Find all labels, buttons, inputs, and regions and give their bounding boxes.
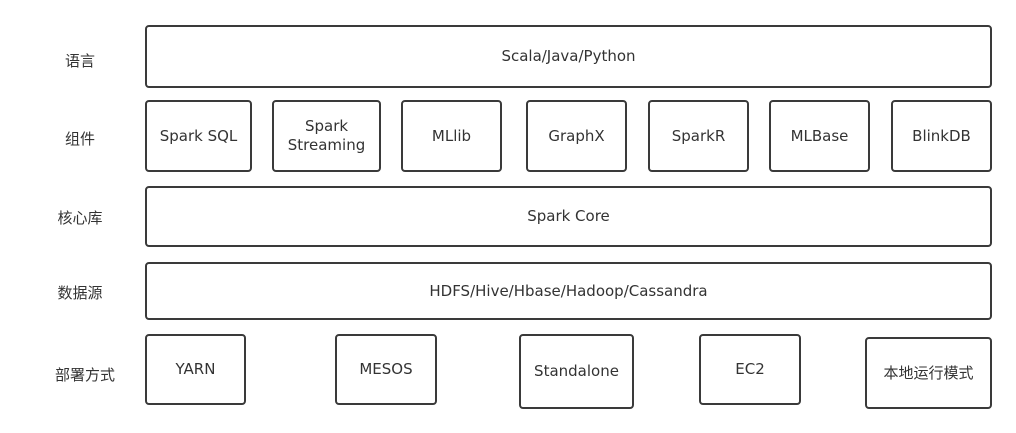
layer-label-core: 核心库 bbox=[57, 209, 103, 227]
layer-label-language: 语言 bbox=[64, 52, 95, 70]
component-spark-streaming: Spark Streaming bbox=[272, 100, 381, 172]
component-mlbase: MLBase bbox=[769, 100, 870, 172]
core-box: Spark Core bbox=[145, 186, 992, 247]
deploy-yarn: YARN bbox=[145, 334, 246, 405]
layer-label-datasource: 数据源 bbox=[57, 284, 103, 302]
deploy-ec2: EC2 bbox=[699, 334, 801, 405]
layer-label-deployment: 部署方式 bbox=[54, 366, 115, 384]
language-box: Scala/Java/Python bbox=[145, 25, 992, 88]
deploy-standalone: Standalone bbox=[519, 334, 634, 409]
layer-label-components: 组件 bbox=[64, 130, 95, 148]
component-sparkr: SparkR bbox=[648, 100, 749, 172]
component-blinkdb: BlinkDB bbox=[891, 100, 992, 172]
deploy-local-mode: 本地运行模式 bbox=[865, 337, 992, 409]
component-graphx: GraphX bbox=[526, 100, 627, 172]
component-spark-sql: Spark SQL bbox=[145, 100, 252, 172]
component-mllib: MLlib bbox=[401, 100, 502, 172]
datasource-box: HDFS/Hive/Hbase/Hadoop/Cassandra bbox=[145, 262, 992, 320]
deploy-mesos: MESOS bbox=[335, 334, 437, 405]
